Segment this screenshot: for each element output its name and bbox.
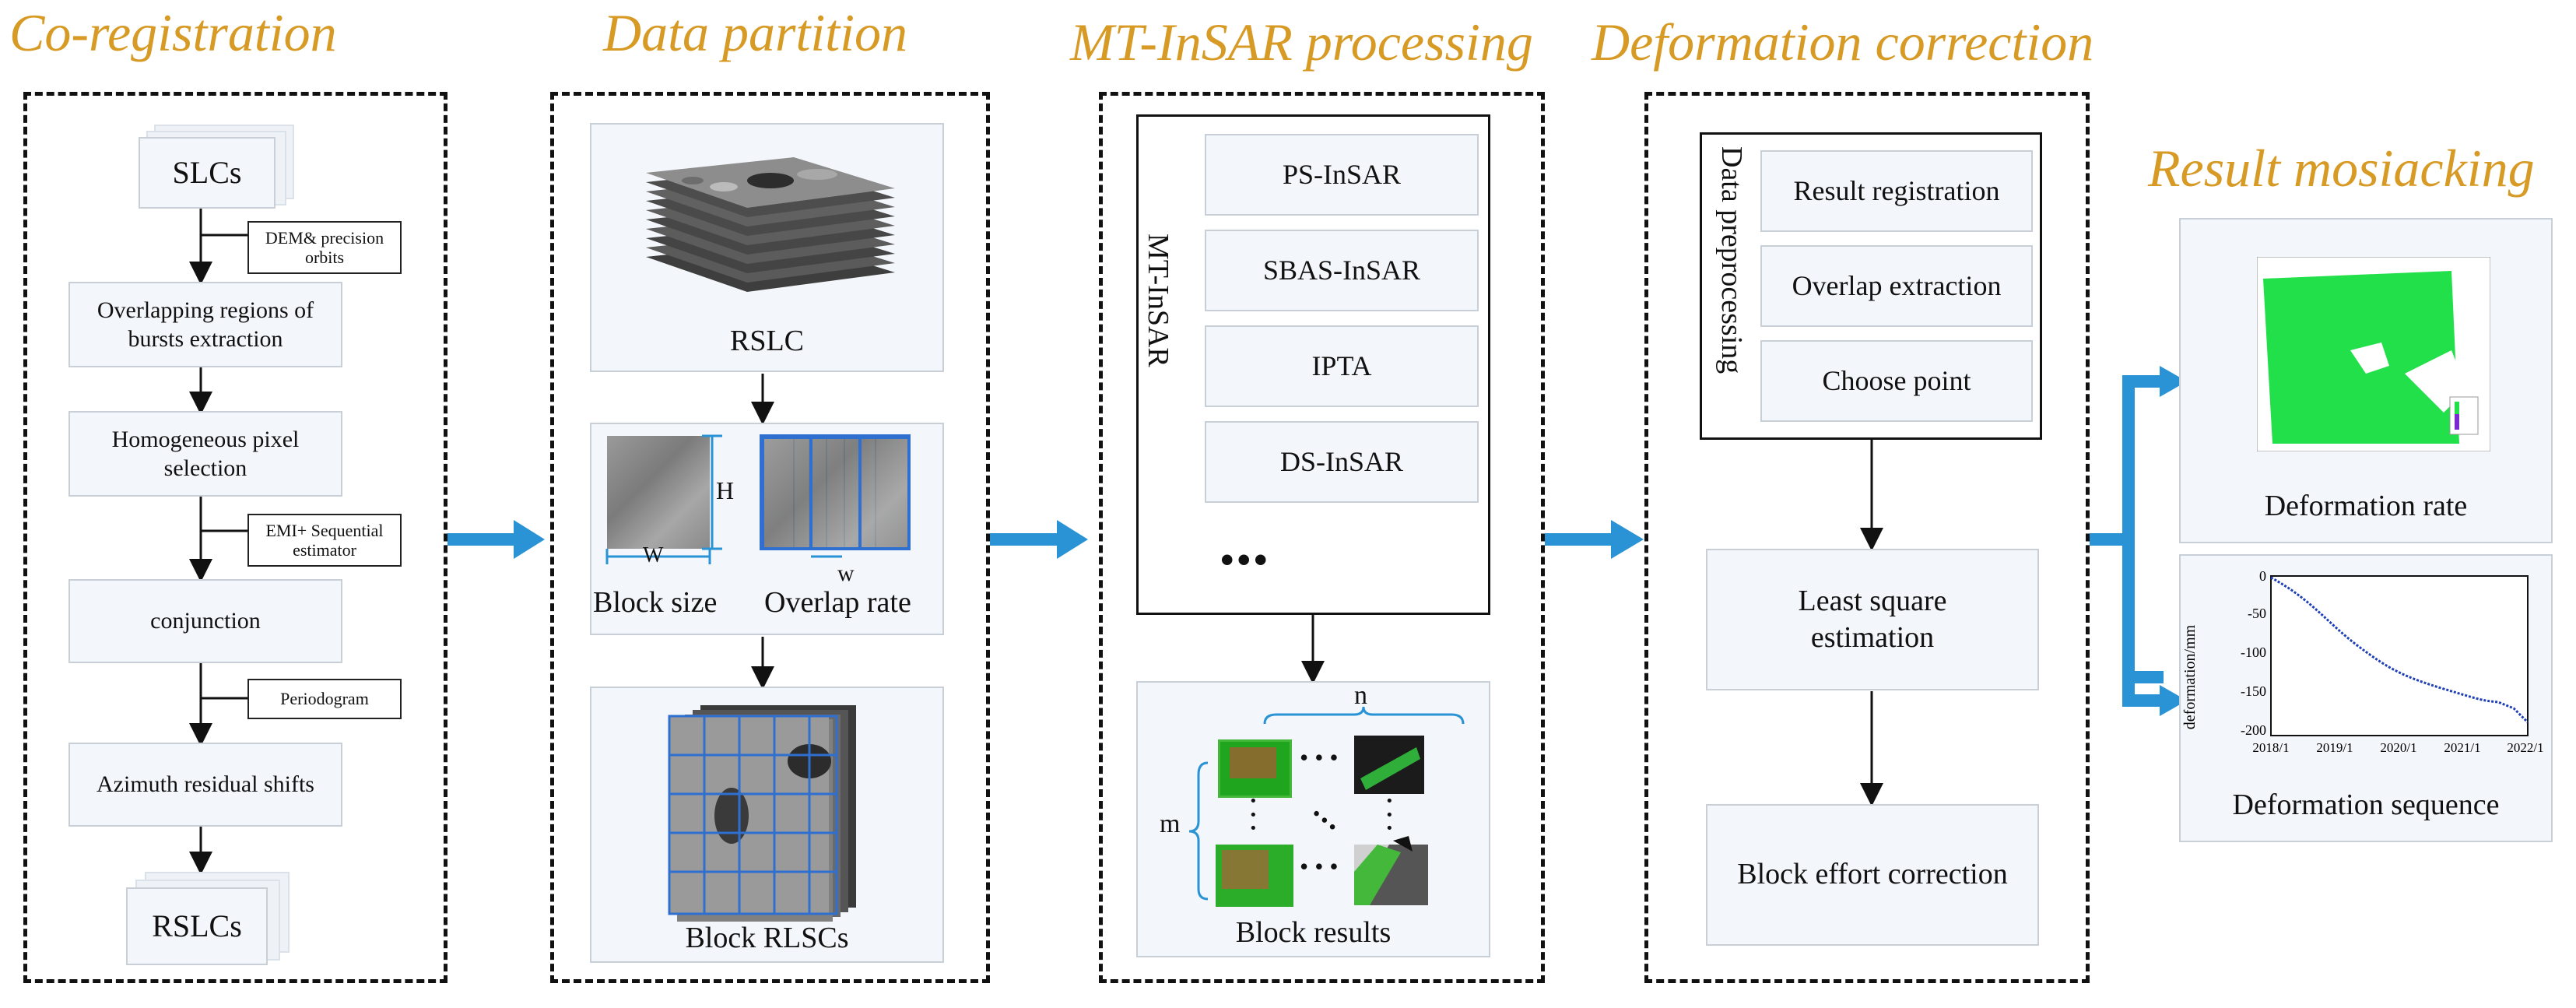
xtick-2: 2020/1 [2380, 740, 2416, 755]
title-coregistration: Co-registration [9, 3, 337, 62]
slcs-label: SLCs [139, 137, 275, 209]
overlap-rate-label: Overlap rate [764, 586, 911, 619]
title-data-partition: Data partition [603, 3, 908, 62]
periodogram-note: Periodogram [247, 679, 402, 719]
overlap-grid [761, 436, 911, 550]
block-rlscs-label: Block RLSCs [685, 921, 849, 954]
ytick-0: 0 [2259, 568, 2266, 584]
n-label: n [1354, 681, 1367, 710]
block-effort-box: Block effort correction [1706, 804, 2039, 946]
block-size-label: Block size [593, 586, 718, 619]
xtick-3: 2021/1 [2444, 740, 2480, 755]
method-ipta: IPTA [1205, 325, 1479, 407]
xtick-0: 2018/1 [2252, 740, 2289, 755]
overlap-regions-box: Overlapping regions of bursts extraction [68, 282, 342, 367]
slcs-stack: SLCs [139, 125, 294, 210]
step-overlap-extraction: Overlap extraction [1760, 245, 2033, 327]
h-label: H [716, 476, 735, 504]
method-ds-insar: DS-InSAR [1205, 421, 1479, 503]
overlap-texture [763, 437, 909, 549]
conjunction-box: conjunction [68, 579, 342, 663]
deformation-rate-map [2257, 257, 2490, 451]
deformation-sequence-chart: deformation/mm 0 -50 -100 -150 -200 2018… [2181, 568, 2544, 755]
title-result-mosaicking: Result mosiacking [2148, 139, 2535, 198]
step-result-registration: Result registration [1760, 150, 2033, 232]
mtinsar-vertical-label: MT-InSAR [1142, 234, 1174, 367]
xtick-4: 2022/1 [2507, 740, 2543, 755]
ytick-1: -50 [2248, 606, 2266, 621]
block-results-matrix [1188, 706, 1465, 907]
homogeneous-pixel-box: Homogeneous pixel selection [68, 411, 342, 497]
panel-coregistration [23, 92, 447, 983]
method-sbas-insar: SBAS-InSAR [1205, 230, 1479, 311]
w-label: W [643, 543, 664, 567]
deformation-sequence-label: Deformation sequence [2232, 788, 2500, 821]
title-deformation-correction: Deformation correction [1592, 12, 2094, 72]
method-ps-insar: PS-InSAR [1205, 134, 1479, 216]
methods-ellipsis: ••• [1220, 538, 1271, 581]
block-grid-stack [668, 705, 856, 922]
dots-vertical-left: ··· [1249, 786, 1258, 842]
xtick-1: 2019/1 [2316, 740, 2353, 755]
dots-horizontal-bottom: • • • [1300, 852, 1339, 880]
m-label: m [1160, 810, 1181, 838]
rslcs-label: RSLCs [126, 887, 268, 965]
title-mtinsar-processing: MT-InSAR processing [1070, 12, 1533, 72]
rslc-label: RSLC [729, 324, 805, 357]
deformation-rate-label: Deformation rate [2264, 489, 2468, 522]
block-results-panel: Block results [1136, 681, 1490, 957]
step-choose-point: Choose point [1760, 340, 2033, 422]
data-preprocessing-vertical-label: Data preprocessing [1715, 146, 1748, 374]
ytick-2: -100 [2241, 644, 2266, 660]
dots-horizontal-top: • • • [1300, 743, 1339, 771]
block-results-label: Block results [1235, 915, 1392, 949]
rslcs-stack: RSLCs [126, 872, 297, 973]
panel-data-partition [550, 92, 990, 983]
y-axis-label: deformation/mm [2181, 624, 2199, 729]
panel-mtinsar [1099, 92, 1545, 983]
w-small-label: w [837, 560, 855, 586]
rslc-image-stack [623, 140, 918, 296]
dem-note: DEM& precision orbits [247, 221, 402, 274]
ytick-3: -150 [2241, 683, 2266, 699]
panel-deformation-correction [1644, 92, 2090, 983]
azimuth-residual-box: Azimuth residual shifts [68, 743, 342, 827]
ytick-4: -200 [2241, 722, 2266, 738]
block-texture-left [607, 436, 710, 549]
least-square-box: Least square estimation [1706, 549, 2039, 690]
dots-vertical-right: ··· [1385, 786, 1394, 842]
emi-note: EMI+ Sequential estimator [247, 514, 402, 567]
